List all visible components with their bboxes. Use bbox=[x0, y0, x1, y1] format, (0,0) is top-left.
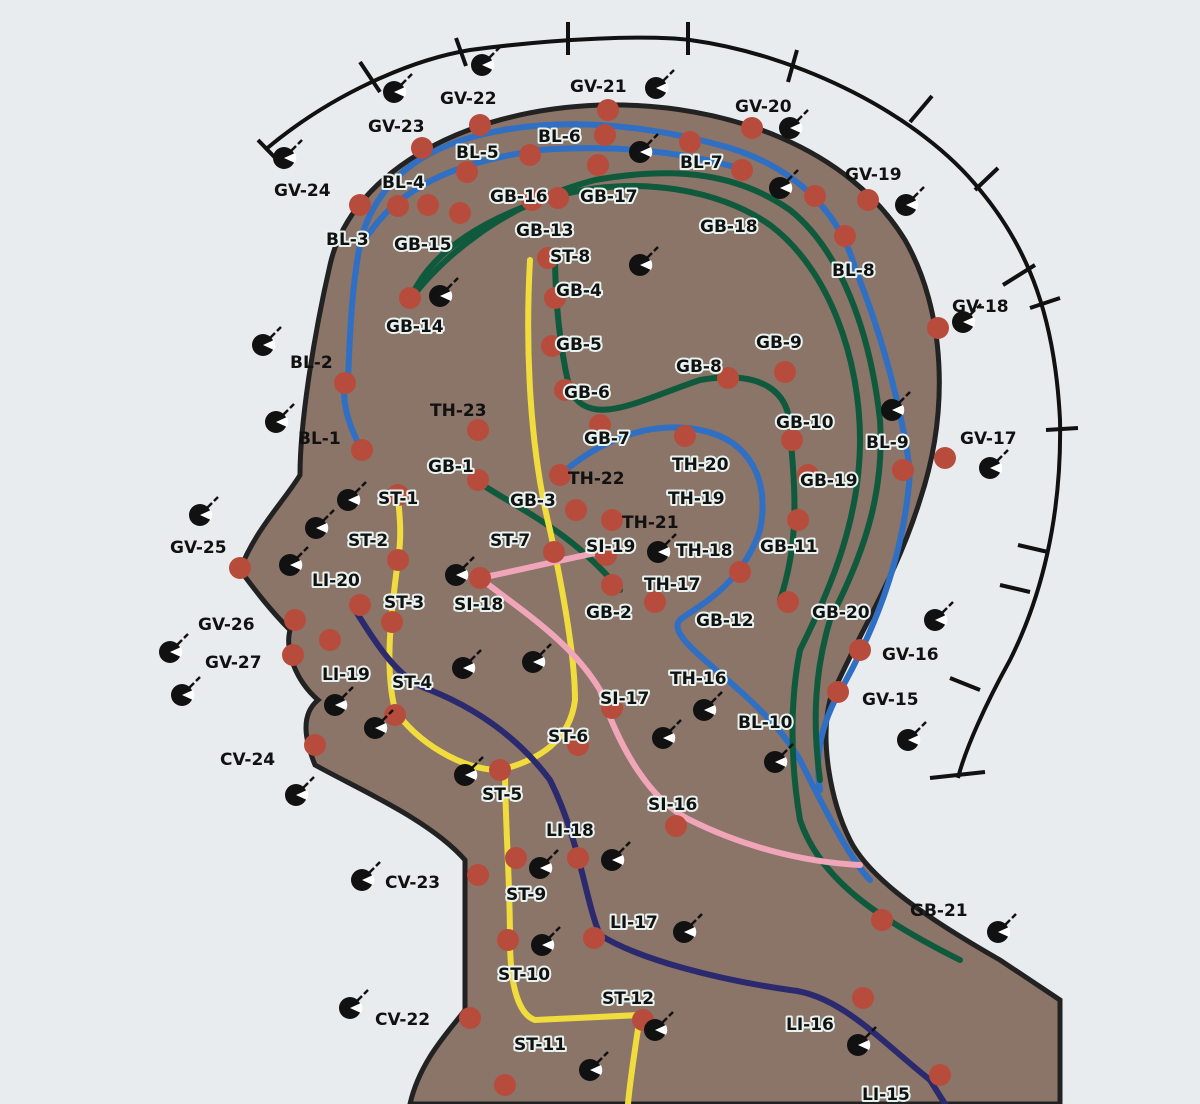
bladder-channel bbox=[341, 121, 914, 793]
label-gb-13: GB-13 bbox=[516, 221, 574, 241]
label-th-22: TH-22 bbox=[568, 469, 625, 489]
label-st-1: ST-1 bbox=[378, 489, 418, 509]
label-si-19: SI-19 bbox=[586, 537, 635, 557]
label-bl-2: BL-2 bbox=[290, 353, 333, 373]
label-th-20: TH-20 bbox=[672, 455, 729, 475]
label-gv-21: GV-21 bbox=[570, 77, 627, 97]
label-gb-21: GB-21 bbox=[910, 901, 968, 921]
label-gb-5: GB-5 bbox=[556, 335, 602, 355]
label-gb-12: GB-12 bbox=[696, 611, 754, 631]
label-st-2: ST-2 bbox=[348, 531, 388, 551]
label-si-18: SI-18 bbox=[454, 595, 503, 615]
label-si-16: SI-16 bbox=[648, 795, 697, 815]
label-gv-20: GV-20 bbox=[735, 97, 792, 117]
label-bl-1: BL-1 bbox=[298, 429, 341, 449]
governing-vessel-arc bbox=[256, 22, 1079, 780]
label-gb-3: GB-3 bbox=[510, 491, 556, 511]
label-gb-10: GB-10 bbox=[776, 413, 834, 433]
label-gv-17: GV-17 bbox=[960, 429, 1017, 449]
label-th-19: TH-19 bbox=[668, 489, 725, 509]
label-st-4: ST-4 bbox=[392, 673, 432, 693]
label-si-17: SI-17 bbox=[600, 689, 649, 709]
label-li-17: LI-17 bbox=[610, 913, 658, 933]
label-li-15: LI-15 bbox=[862, 1085, 910, 1104]
label-li-19: LI-19 bbox=[322, 665, 370, 685]
large-intestine-channel bbox=[352, 607, 948, 1104]
label-bl-3: BL-3 bbox=[326, 230, 369, 250]
label-bl-8: BL-8 bbox=[832, 261, 875, 281]
label-bl-6: BL-6 bbox=[538, 127, 581, 147]
label-li-16: LI-16 bbox=[786, 1015, 834, 1035]
label-th-16: TH-16 bbox=[670, 669, 727, 689]
label-gb-8: GB-8 bbox=[676, 357, 722, 377]
label-bl-4: BL-4 bbox=[382, 173, 425, 193]
label-gb-20: GB-20 bbox=[812, 603, 870, 623]
label-gb-15: GB-15 bbox=[394, 235, 452, 255]
label-gb-1: GB-1 bbox=[428, 457, 474, 477]
label-gb-18: GB-18 bbox=[700, 217, 758, 237]
label-bl-7: BL-7 bbox=[680, 153, 723, 173]
label-st-10: ST-10 bbox=[498, 965, 550, 985]
label-gv-16: GV-16 bbox=[882, 645, 939, 665]
label-st-6: ST-6 bbox=[548, 727, 588, 747]
label-gv-22: GV-22 bbox=[440, 89, 497, 109]
label-gv-23: GV-23 bbox=[368, 117, 425, 137]
label-gb-4: GB-4 bbox=[556, 281, 602, 301]
label-cv-24: CV-24 bbox=[220, 750, 275, 770]
label-st-12: ST-12 bbox=[602, 989, 654, 1009]
label-st-9: ST-9 bbox=[506, 885, 546, 905]
label-gv-18: GV-18 bbox=[952, 297, 1009, 317]
label-gv-24: GV-24 bbox=[274, 181, 331, 201]
label-gb-6: GB-6 bbox=[564, 383, 610, 403]
label-gv-25: GV-25 bbox=[170, 538, 227, 558]
label-gb-17: GB-17 bbox=[580, 187, 638, 207]
label-st-5: ST-5 bbox=[482, 785, 522, 805]
label-gv-27: GV-27 bbox=[205, 653, 262, 673]
label-gb-19: GB-19 bbox=[800, 471, 858, 491]
point-labels: GV-24 GV-23 GV-22 GV-21 GV-20 GV-19 GV-1… bbox=[170, 77, 1017, 1104]
label-gv-15: GV-15 bbox=[862, 690, 919, 710]
label-st-11: ST-11 bbox=[514, 1035, 566, 1055]
label-st-8: ST-8 bbox=[550, 247, 590, 267]
label-gb-14: GB-14 bbox=[386, 317, 444, 337]
label-cv-23: CV-23 bbox=[385, 873, 440, 893]
label-li-20: LI-20 bbox=[312, 571, 360, 591]
label-th-21: TH-21 bbox=[622, 513, 679, 533]
label-li-18: LI-18 bbox=[546, 821, 594, 841]
label-gb-11: GB-11 bbox=[760, 537, 818, 557]
label-th-23: TH-23 bbox=[430, 401, 487, 421]
label-st-3: ST-3 bbox=[384, 593, 424, 613]
label-bl-5: BL-5 bbox=[456, 143, 499, 163]
label-th-18: TH-18 bbox=[676, 541, 733, 561]
label-gb-2: GB-2 bbox=[586, 603, 632, 623]
label-cv-22: CV-22 bbox=[375, 1010, 430, 1030]
label-gv-26: GV-26 bbox=[198, 615, 255, 635]
label-th-17: TH-17 bbox=[644, 575, 701, 595]
acupoint-dots bbox=[229, 99, 956, 1096]
label-st-7: ST-7 bbox=[490, 531, 530, 551]
small-intestine-channel bbox=[477, 547, 863, 868]
label-gv-19: GV-19 bbox=[845, 165, 902, 185]
label-gb-16: GB-16 bbox=[490, 187, 548, 207]
label-bl-10: BL-10 bbox=[738, 713, 793, 733]
label-gb-7: GB-7 bbox=[584, 429, 630, 449]
label-gb-9: GB-9 bbox=[756, 333, 802, 353]
label-bl-9: BL-9 bbox=[866, 433, 909, 453]
